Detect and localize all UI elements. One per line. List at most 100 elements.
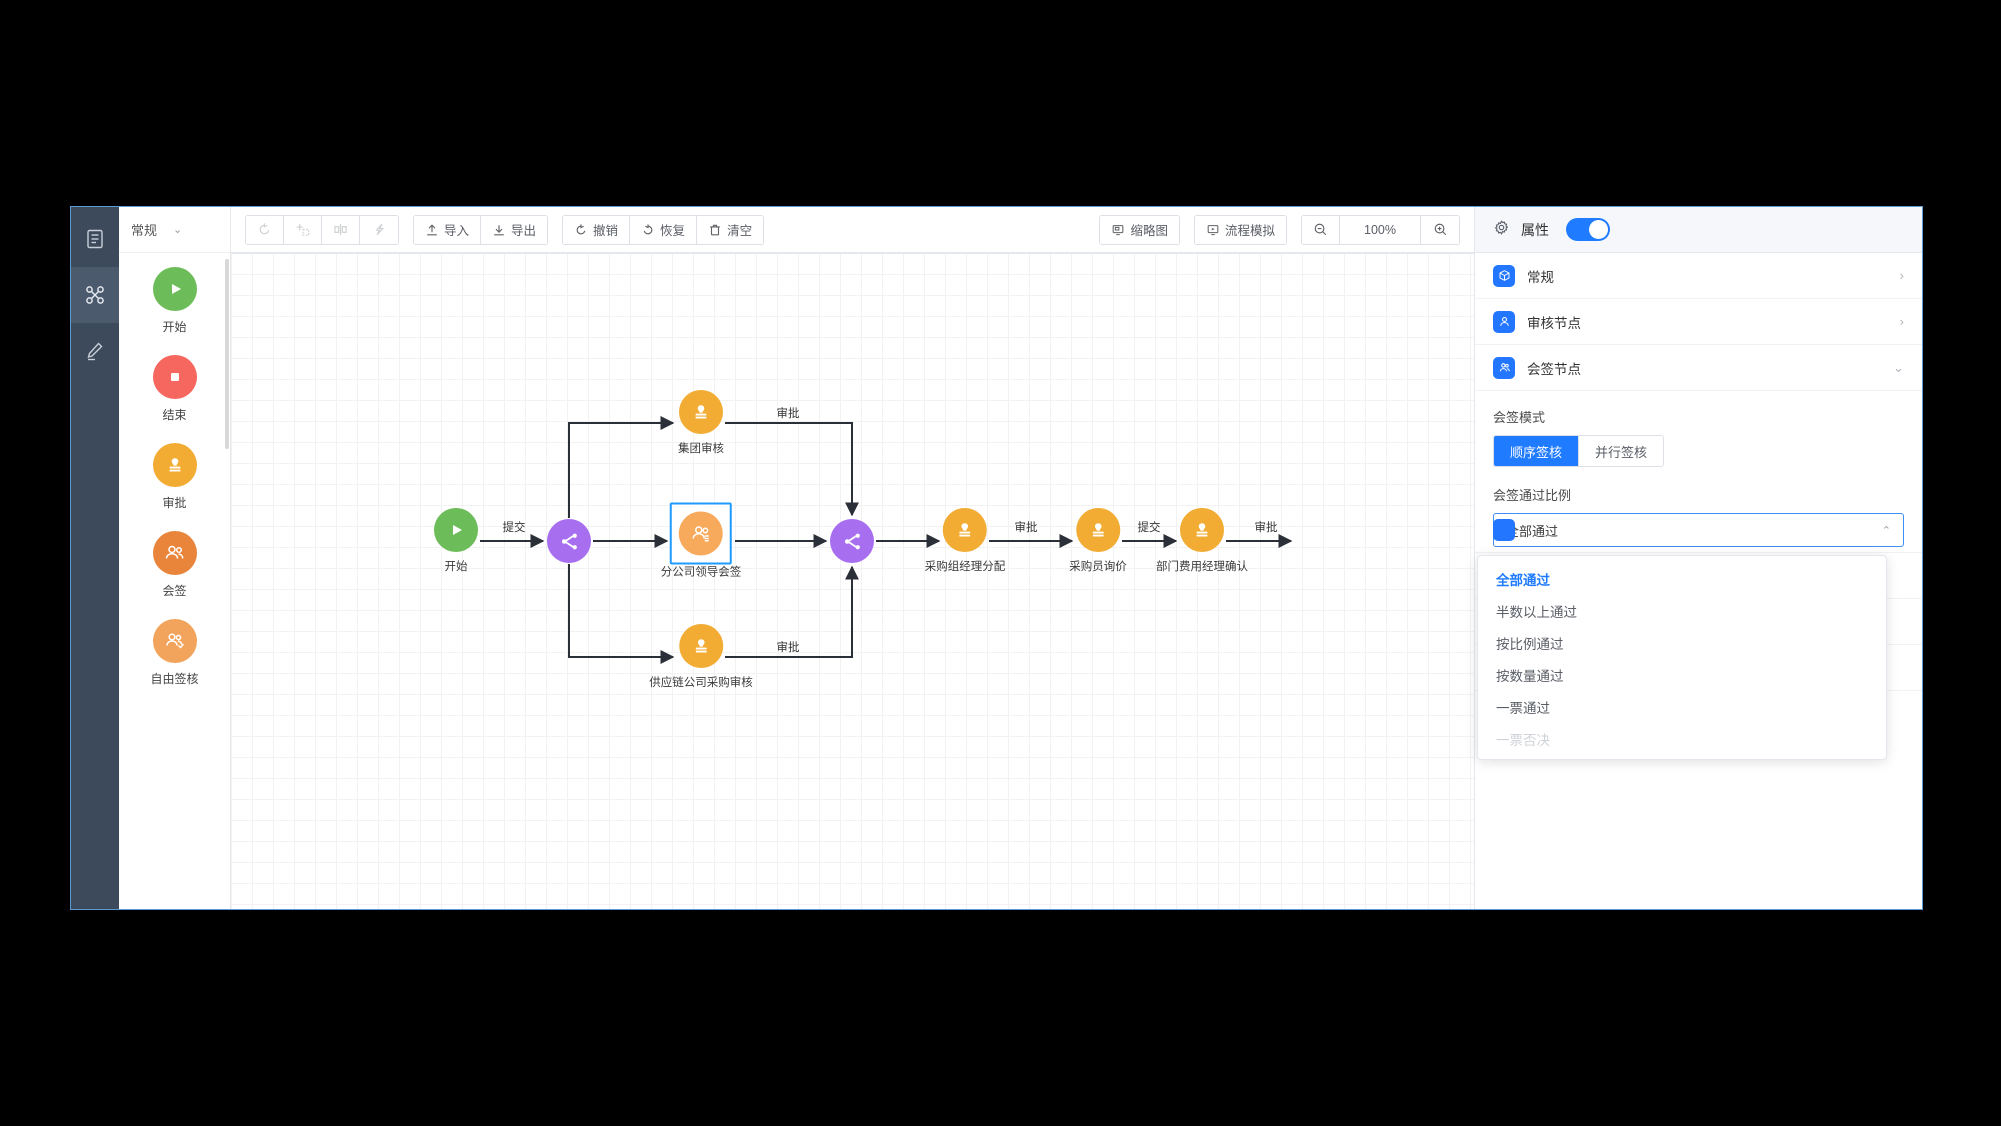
dropdown-option-ratio-pass[interactable]: 按比例通过 xyxy=(1496,637,1564,652)
properties-toggle[interactable] xyxy=(1566,218,1610,241)
node-label: 采购组经理分配 xyxy=(924,561,1006,573)
canvas-top-rule xyxy=(231,253,1474,254)
palette-category-header[interactable]: 常规 ⌄ xyxy=(119,207,230,253)
clear-button[interactable]: 清空 xyxy=(697,215,764,244)
cube-icon xyxy=(1493,264,1515,287)
redo-button[interactable]: 恢复 xyxy=(630,215,698,244)
palette-category-label: 常规 xyxy=(131,223,158,238)
node-purchase-manager-assign[interactable]: 采购组经理分配 xyxy=(924,508,1006,574)
zoom-level-display[interactable]: 100% xyxy=(1340,215,1421,244)
countersign-mode-label: 会签模式 xyxy=(1493,410,1546,425)
node-label: 集团审核 xyxy=(678,443,724,455)
edge-label: 提交 xyxy=(502,522,526,534)
gateway-icon xyxy=(547,519,591,563)
align-icon-button[interactable] xyxy=(322,215,360,244)
mode-option-parallel[interactable]: 并行签核 xyxy=(1579,436,1664,466)
chevron-down-icon: ⌄ xyxy=(173,224,183,236)
dropdown-option-majority-pass[interactable]: 半数以上通过 xyxy=(1496,605,1577,620)
properties-panel: 属性 常规 › 审核节点 › xyxy=(1474,207,1922,909)
simulate-label: 流程模拟 xyxy=(1224,224,1275,238)
undo-button[interactable]: 撤销 xyxy=(563,215,631,244)
stamp-icon xyxy=(1180,508,1224,552)
pass-ratio-select[interactable]: 全部通过 ⌃ xyxy=(1493,513,1904,547)
chevron-right-icon: › xyxy=(1899,268,1904,283)
prop-row-review-node[interactable]: 审核节点 › xyxy=(1475,299,1922,345)
stamp-icon xyxy=(1076,508,1120,552)
stop-icon xyxy=(152,355,197,399)
toolbar: 导入 导出 撤销 xyxy=(231,207,1474,253)
prop-row-countersign-node[interactable]: 会签节点 ⌄ xyxy=(1475,345,1922,391)
palette-item-label: 自由签核 xyxy=(150,672,199,686)
group-icon xyxy=(1493,356,1515,379)
pencil-icon[interactable] xyxy=(71,323,119,379)
bolt-icon-button[interactable] xyxy=(360,215,398,244)
clear-label: 清空 xyxy=(727,224,753,238)
form-icon[interactable] xyxy=(71,211,119,267)
palette-item-list: 开始 结束 审批 xyxy=(119,253,230,909)
dropdown-option-one-vote-pass[interactable]: 一票通过 xyxy=(1496,701,1550,716)
node-dept-cost-manager-confirm[interactable]: 部门费用经理确认 xyxy=(1156,508,1248,574)
zoom-in-icon-button[interactable] xyxy=(1421,215,1459,244)
prop-row-label: 会签节点 xyxy=(1527,361,1581,377)
stamp-icon xyxy=(679,624,723,668)
node-gateway-1[interactable] xyxy=(547,519,591,563)
node-start[interactable]: 开始 xyxy=(434,508,478,574)
gear-icon xyxy=(1493,219,1510,241)
dropdown-option-count-pass[interactable]: 按数量通过 xyxy=(1496,669,1564,684)
palette-item-approve[interactable]: 审批 xyxy=(119,443,230,511)
node-label: 开始 xyxy=(444,561,468,573)
export-button[interactable]: 导出 xyxy=(481,215,548,244)
stamp-icon xyxy=(679,390,723,434)
import-button[interactable]: 导入 xyxy=(414,215,482,244)
ghost-row xyxy=(1475,507,1922,553)
export-label: 导出 xyxy=(511,224,537,238)
edge-label: 审批 xyxy=(1254,522,1278,534)
palette-item-start[interactable]: 开始 xyxy=(119,267,230,335)
group-free-icon xyxy=(152,619,197,663)
chevron-right-icon: › xyxy=(1899,314,1904,329)
prop-row-label: 常规 xyxy=(1527,269,1554,285)
redo-label: 恢复 xyxy=(660,224,686,238)
toolbar-group-minimap: 缩略图 xyxy=(1099,214,1180,245)
edge-label: 审批 xyxy=(776,408,800,420)
chevron-down-icon: ⌄ xyxy=(1893,359,1904,375)
simulate-button[interactable]: 流程模拟 xyxy=(1194,215,1286,244)
edge-label: 审批 xyxy=(1014,522,1038,534)
flow-icon[interactable] xyxy=(71,267,119,323)
minimap-button[interactable]: 缩略图 xyxy=(1100,215,1179,244)
add-node-icon-button[interactable] xyxy=(284,215,322,244)
flow-canvas[interactable]: 开始 xyxy=(231,253,1474,909)
node-gateway-2[interactable] xyxy=(830,519,874,563)
flow-designer-window: 常规 ⌄ 开始 结束 xyxy=(70,206,1923,910)
palette-item-countersign[interactable]: 会签 xyxy=(119,531,230,599)
undo-arrow-icon-button[interactable] xyxy=(246,215,284,244)
zoom-out-icon-button[interactable] xyxy=(1302,215,1340,244)
toolbar-group-simulate: 流程模拟 xyxy=(1193,214,1287,245)
editor-center: 导入 导出 撤销 xyxy=(231,207,1474,909)
node-buyer-quote[interactable]: 采购员询价 xyxy=(1069,508,1127,574)
palette-item-label: 开始 xyxy=(162,320,187,334)
person-icon xyxy=(1493,310,1515,333)
prop-row-label: 审核节点 xyxy=(1527,315,1581,331)
pass-ratio-label: 会签通过比例 xyxy=(1493,488,1572,503)
flow-edges xyxy=(480,416,1293,664)
node-branch-countersign[interactable]: 分公司领导会签 xyxy=(661,502,741,580)
icon-rail xyxy=(71,207,119,909)
dropdown-option-all-pass[interactable]: 全部通过 xyxy=(1496,573,1550,588)
node-supply-review[interactable]: 供应链公司采购审核 xyxy=(649,624,753,690)
palette-item-label: 会签 xyxy=(162,584,187,598)
palette-scrollbar[interactable] xyxy=(225,259,229,449)
node-palette: 常规 ⌄ 开始 结束 xyxy=(119,207,231,909)
mode-option-sequential[interactable]: 顺序签核 xyxy=(1494,436,1580,466)
chevron-up-icon: ⌃ xyxy=(1881,524,1891,537)
play-icon xyxy=(434,508,478,552)
node-label: 采购员询价 xyxy=(1069,561,1127,573)
countersign-mode-segmented: 顺序签核 并行签核 xyxy=(1493,435,1665,467)
palette-item-free-sign[interactable]: 自由签核 xyxy=(119,619,230,687)
dropdown-option-one-vote-veto[interactable]: 一票否决 xyxy=(1496,733,1550,748)
group-icon xyxy=(679,511,723,556)
prop-row-general[interactable]: 常规 › xyxy=(1475,253,1922,299)
node-group-review[interactable]: 集团审核 xyxy=(678,390,724,456)
pass-ratio-value: 全部通过 xyxy=(1506,523,1559,539)
palette-item-end[interactable]: 结束 xyxy=(119,355,230,423)
